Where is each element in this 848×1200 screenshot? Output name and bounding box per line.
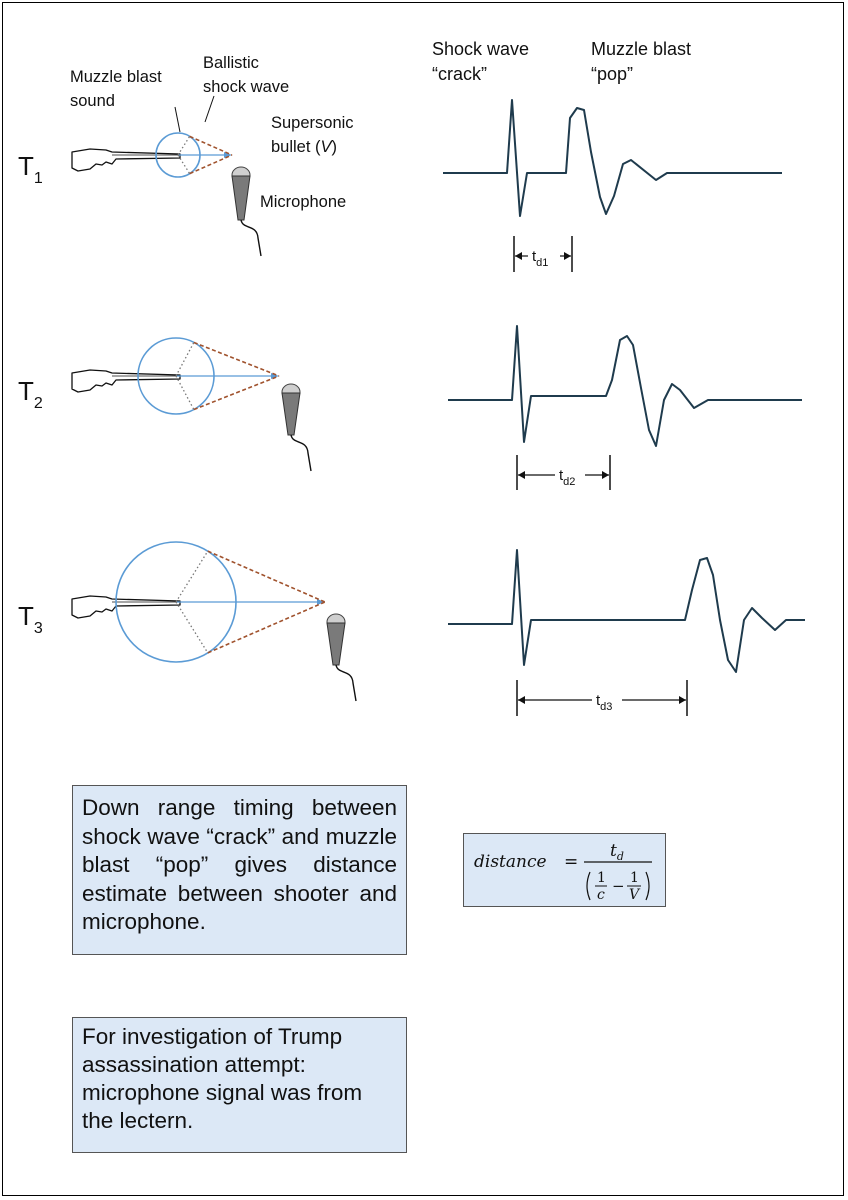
rifle-icon bbox=[71, 595, 181, 619]
microphone-cable bbox=[290, 434, 312, 472]
delay-bracket-t2: td2 bbox=[516, 455, 611, 490]
microphone-body-icon bbox=[326, 622, 346, 666]
bullet-arrow-icon bbox=[271, 373, 279, 379]
muzzle-blast-label-line2: sound bbox=[70, 92, 115, 110]
muzzle-blast-pointer bbox=[174, 106, 181, 133]
radius-dotted-lower bbox=[175, 375, 195, 410]
delay-bracket-t1: td1 bbox=[513, 236, 573, 272]
formula-box: distance = td 1 c − 1 V bbox=[463, 833, 666, 907]
scene-t3 bbox=[71, 541, 357, 702]
row-label-t3: T3 bbox=[18, 601, 43, 637]
delay-label-t2: td2 bbox=[559, 467, 575, 488]
supersonic-label-v: V bbox=[321, 138, 334, 156]
supersonic-label-line1: Supersonic bbox=[271, 114, 354, 132]
microphone-cable bbox=[240, 219, 262, 257]
radius-dotted-upper bbox=[175, 342, 195, 377]
waveform-t1 bbox=[443, 99, 782, 217]
shock-cone-upper bbox=[189, 135, 233, 156]
formula-right-paren bbox=[645, 871, 650, 901]
summary-box: Down range timing between shock wave “cr… bbox=[72, 785, 407, 955]
scene-t2 bbox=[71, 337, 312, 472]
supersonic-label-line2: bullet (V) bbox=[271, 138, 337, 156]
formula-one-a: 1 bbox=[597, 870, 606, 886]
ballistic-pointer bbox=[204, 95, 215, 123]
rifle-icon bbox=[71, 369, 181, 393]
formula-minus: − bbox=[612, 877, 625, 895]
delay-bracket-t3: td3 bbox=[516, 680, 688, 716]
formula-v: V bbox=[629, 887, 641, 903]
bullet-arrow-icon bbox=[224, 152, 232, 158]
scene-t1 bbox=[71, 132, 262, 257]
microphone-body-icon bbox=[231, 175, 251, 221]
radius-dotted-lower bbox=[175, 601, 209, 654]
shock-cone-lower bbox=[193, 375, 280, 411]
distance-formula: distance = td 1 c − 1 V bbox=[474, 841, 652, 903]
formula-c: c bbox=[597, 887, 605, 903]
crack-label-line2: “crack” bbox=[432, 64, 487, 84]
shock-cone-upper bbox=[193, 341, 280, 377]
radius-dotted-upper bbox=[177, 135, 191, 156]
shock-cone-lower bbox=[189, 154, 233, 175]
supersonic-label-bullet: bullet ( bbox=[271, 138, 321, 156]
formula-equals: = bbox=[564, 852, 578, 872]
microphone-label: Microphone bbox=[260, 193, 346, 211]
pop-label-line2: “pop” bbox=[591, 64, 633, 84]
formula-numerator: td bbox=[610, 841, 624, 863]
shock-cone-lower bbox=[207, 601, 326, 654]
row-label-t1: T1 bbox=[18, 151, 43, 187]
bullet-arrow-icon bbox=[317, 599, 325, 605]
formula-left-paren bbox=[586, 871, 591, 901]
row-label-t2: T2 bbox=[18, 376, 43, 412]
crack-label-line1: Shock wave bbox=[432, 39, 529, 59]
radius-dotted-upper bbox=[175, 550, 209, 603]
ballistic-label-line1: Ballistic bbox=[203, 54, 259, 72]
shock-cone-upper bbox=[207, 550, 326, 603]
delay-label-t3: td3 bbox=[596, 692, 612, 713]
note-box: For investigation of Trump assassination… bbox=[72, 1017, 407, 1153]
waveform-t3 bbox=[448, 549, 805, 673]
formula-one-b: 1 bbox=[630, 870, 639, 886]
delay-label-t1: td1 bbox=[532, 248, 548, 269]
rifle-icon bbox=[71, 148, 181, 172]
ballistic-label-line2: shock wave bbox=[203, 78, 289, 96]
pop-label-line1: Muzzle blast bbox=[591, 39, 691, 59]
waveform-t2 bbox=[448, 325, 802, 447]
muzzle-blast-label-line1: Muzzle blast bbox=[70, 68, 162, 86]
microphone-body-icon bbox=[281, 392, 301, 436]
formula-lhs: distance bbox=[474, 852, 547, 872]
supersonic-label-paren: ) bbox=[332, 138, 338, 156]
microphone-cable bbox=[335, 664, 357, 702]
